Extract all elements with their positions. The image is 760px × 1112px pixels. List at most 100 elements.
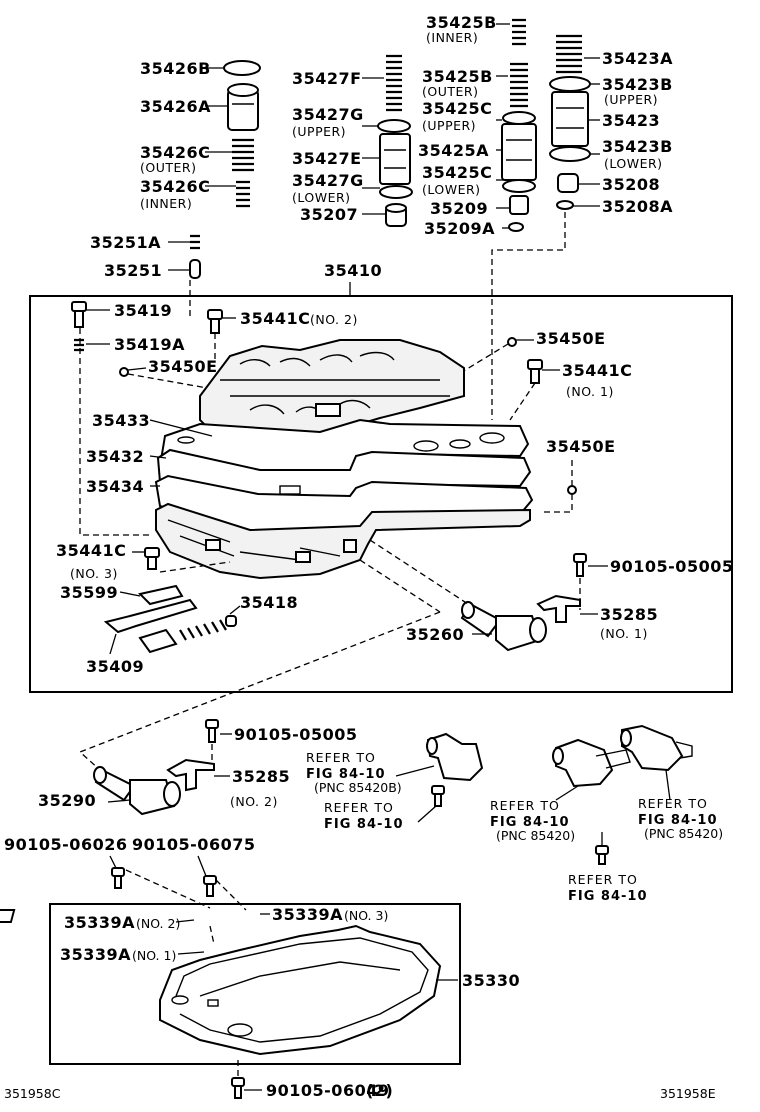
label-35207: 35207 <box>300 205 358 224</box>
ref2-line1: REFER TO <box>324 800 394 815</box>
label-35441C-no1: 35441C <box>562 361 632 380</box>
bolt-35441C-no2 <box>207 309 223 334</box>
label-35410: 35410 <box>324 261 382 280</box>
solenoid-35290 <box>93 766 181 816</box>
label-35209: 35209 <box>430 199 488 218</box>
solenoid-35260 <box>460 601 547 652</box>
connector-85420B <box>426 732 484 782</box>
part-35426C-outer-spring <box>232 138 254 172</box>
label-35208: 35208 <box>602 175 660 194</box>
note-35339A-no1: (NO. 1) <box>132 948 176 963</box>
connector-85420-right <box>620 724 693 772</box>
label-35425B-outer: 35425B <box>422 67 493 86</box>
part-35425B-outer-spring <box>510 62 528 108</box>
part-35423A-spring <box>556 34 582 74</box>
bolt-35419A <box>74 338 84 352</box>
label-35450E-2: 35450E <box>536 329 606 348</box>
label-35330: 35330 <box>462 971 520 990</box>
bolt-90105-06075 <box>203 875 217 897</box>
part-35208-plug <box>557 173 579 193</box>
label-90105-05005-2: 90105-05005 <box>234 725 357 744</box>
note-35425B-inner: (INNER) <box>426 30 478 45</box>
label-35599: 35599 <box>60 583 118 602</box>
note-35339A-no2: (NO. 2) <box>136 916 180 931</box>
label-35426A: 35426A <box>140 97 211 116</box>
ball-35450E-3 <box>567 485 577 495</box>
part-35423B-lower-ring <box>549 146 591 162</box>
label-35419A: 35419A <box>114 335 185 354</box>
label-90105-06075: 90105-06075 <box>132 835 255 854</box>
note-35423B-lower: (LOWER) <box>604 156 663 171</box>
ball-35450E-1 <box>119 367 129 377</box>
part-35423B-upper-ring <box>549 76 591 92</box>
note-35441C-no2: (NO. 2) <box>310 312 358 327</box>
note-35426C-inner: (INNER) <box>140 196 192 211</box>
label-35423A: 35423A <box>602 49 673 68</box>
note-35425B-outer: (OUTER) <box>422 84 478 99</box>
note-35339A-no3: (NO. 3) <box>344 908 388 923</box>
label-35208A: 35208A <box>602 197 673 216</box>
valve-body-assembly-box <box>29 295 733 693</box>
label-35423B-upper: 35423B <box>602 75 673 94</box>
label-35409: 35409 <box>86 657 144 676</box>
part-35423-valve <box>551 91 589 147</box>
ball-35450E-2 <box>507 337 517 347</box>
note-35427G-upper: (UPPER) <box>292 124 346 139</box>
note-35285-no1: (NO. 1) <box>600 626 648 641</box>
part-35209-plug <box>509 195 529 215</box>
bracket-35599 <box>138 584 184 606</box>
label-35427F: 35427F <box>292 69 362 88</box>
note-35441C-no1: (NO. 1) <box>566 384 614 399</box>
label-35418: 35418 <box>240 593 298 612</box>
spring-rod-35418 <box>138 615 237 654</box>
label-35427G-lower: 35427G <box>292 171 364 190</box>
label-35426B: 35426B <box>140 59 211 78</box>
label-35285-no1: 35285 <box>600 605 658 624</box>
label-35425B-inner: 35425B <box>426 13 497 32</box>
part-35425C-lower-ring <box>502 179 536 193</box>
note-35441C-no3: (NO. 3) <box>70 566 118 581</box>
bolt-refer-fig-1 <box>431 785 445 807</box>
part-35427G-upper-ring <box>377 119 411 133</box>
label-35426C-inner: 35426C <box>140 177 210 196</box>
part-35425B-inner-spring <box>512 18 526 46</box>
footer-code-right: 351958E <box>660 1086 716 1101</box>
label-35285-no2: 35285 <box>232 767 290 786</box>
label-35425C-lower: 35425C <box>422 163 492 182</box>
part-35209A-ring <box>508 222 524 232</box>
part-35426C-inner-spring <box>236 180 250 208</box>
ref2-line2: FIG 84-10 <box>324 817 404 832</box>
label-90105-06026: 90105-06026 <box>4 835 127 854</box>
bolt-90105-05005-2 <box>205 719 219 743</box>
bolt-35441C-no1 <box>527 359 543 384</box>
lever-35409 <box>103 598 198 634</box>
label-35433: 35433 <box>92 411 150 430</box>
label-35339A-no1: 35339A <box>60 945 131 964</box>
note-35423B-upper: (UPPER) <box>604 92 658 107</box>
oil-pan-box <box>49 903 461 1065</box>
label-35209A: 35209A <box>424 219 495 238</box>
part-35427G-lower-ring <box>379 185 413 199</box>
bracket-35285-no1 <box>536 594 581 623</box>
label-35425A: 35425A <box>418 141 489 160</box>
label-35434: 35434 <box>86 477 144 496</box>
label-35419: 35419 <box>114 301 172 320</box>
part-35427E-valve <box>379 133 411 185</box>
bolt-35419 <box>71 301 87 328</box>
lower-valve-body <box>155 502 531 580</box>
bolt-90105-06026 <box>111 867 125 889</box>
note-35285-no2: (NO. 2) <box>230 794 278 809</box>
note-35427G-lower: (LOWER) <box>292 190 351 205</box>
ref1-line2: FIG 84-10 <box>306 767 386 782</box>
ref3-line2: FIG 84-10 <box>490 815 570 830</box>
footer-code-left: 351958C <box>4 1086 61 1101</box>
label-35426C-outer: 35426C <box>140 143 210 162</box>
label-35260: 35260 <box>406 625 464 644</box>
part-35425A-valve <box>501 123 537 181</box>
magnet-35339A-no3 <box>0 909 16 923</box>
part-35426A-valve <box>227 83 259 131</box>
ref5-line2: FIG 84-10 <box>568 889 648 904</box>
bracket-35285-no2 <box>166 758 215 792</box>
ref4-line2: FIG 84-10 <box>638 813 718 828</box>
